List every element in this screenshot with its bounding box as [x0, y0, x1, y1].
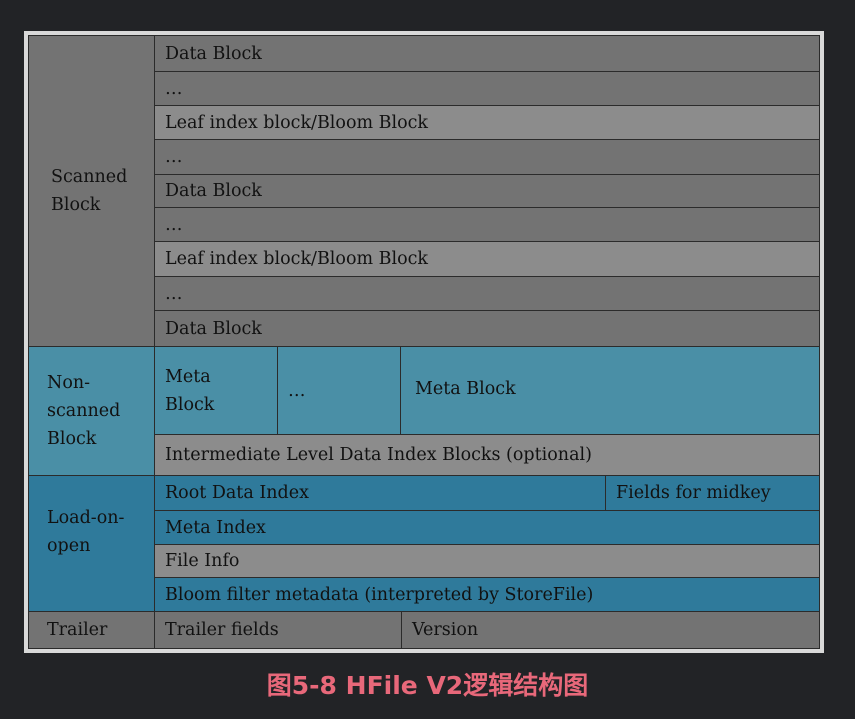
section-label-scanned: Scanned Block: [28, 35, 155, 347]
scanned-row-ellipsis-4: …: [154, 276, 820, 311]
bloom-metadata-text: Bloom filter metadata (interpreted by St…: [165, 584, 594, 605]
hfile-v2-diagram: Scanned Block Data Block … Leaf index bl…: [24, 31, 824, 653]
meta-block-text: Meta Block: [165, 366, 215, 415]
scanned-row-text: Leaf index block/Bloom Block: [165, 249, 429, 269]
scanned-row-text: Leaf index block/Bloom Block: [165, 112, 429, 133]
section-label-loadonopen-text: Load-on-open: [47, 508, 125, 556]
meta-block-cell-2: Meta Block: [400, 346, 820, 435]
intermediate-index-text: Intermediate Level Data Index Blocks (op…: [165, 445, 592, 465]
root-data-index-text: Root Data Index: [165, 483, 309, 503]
meta-index-text: Meta Index: [165, 517, 266, 538]
meta-block-text: Meta Block: [415, 379, 516, 399]
root-data-index-cell: Root Data Index: [154, 475, 606, 511]
section-label-nonscanned: Non-scanned Block: [28, 346, 155, 476]
section-label-loadonopen: Load-on-open: [28, 475, 155, 612]
scanned-row-text: …: [165, 283, 183, 304]
section-label-trailer-text: Trailer: [47, 620, 108, 640]
section-label-scanned-text: Scanned Block: [51, 167, 128, 215]
scanned-row-ellipsis-3: …: [154, 207, 820, 242]
meta-index-row: Meta Index: [154, 510, 820, 545]
scanned-row-leaf-index-2: Leaf index block/Bloom Block: [154, 241, 820, 277]
scanned-row-ellipsis-1: …: [154, 71, 820, 106]
meta-ellipsis-text: …: [288, 380, 306, 401]
scanned-row-text: …: [165, 214, 183, 235]
scanned-row-data-block-1: Data Block: [154, 35, 820, 72]
section-label-nonscanned-text: Non-scanned Block: [47, 373, 121, 449]
scanned-row-text: …: [165, 78, 183, 99]
section-label-trailer: Trailer: [28, 611, 155, 649]
file-info-text: File Info: [165, 551, 240, 571]
meta-block-cell-1: Meta Block: [154, 346, 278, 435]
version-cell: Version: [401, 611, 820, 649]
scanned-row-text: …: [165, 147, 183, 167]
file-info-row: File Info: [154, 544, 820, 578]
version-text: Version: [412, 620, 479, 640]
figure-caption: 图5-8 HFile V2逻辑结构图: [266, 671, 589, 700]
trailer-fields-cell: Trailer fields: [154, 611, 402, 649]
scanned-row-text: Data Block: [165, 43, 262, 64]
meta-ellipsis-cell: …: [277, 346, 401, 435]
midkey-fields-text: Fields for midkey: [616, 483, 771, 503]
bloom-metadata-row: Bloom filter metadata (interpreted by St…: [154, 577, 820, 612]
intermediate-index-row: Intermediate Level Data Index Blocks (op…: [154, 434, 820, 476]
scanned-row-data-block-2: Data Block: [154, 174, 820, 208]
trailer-fields-text: Trailer fields: [165, 620, 279, 640]
scanned-row-text: Data Block: [165, 318, 262, 339]
midkey-fields-cell: Fields for midkey: [605, 475, 820, 511]
scanned-row-text: Data Block: [165, 181, 262, 201]
scanned-row-data-block-3: Data Block: [154, 310, 820, 347]
scanned-row-ellipsis-2: …: [154, 139, 820, 175]
scanned-row-leaf-index-1: Leaf index block/Bloom Block: [154, 105, 820, 140]
